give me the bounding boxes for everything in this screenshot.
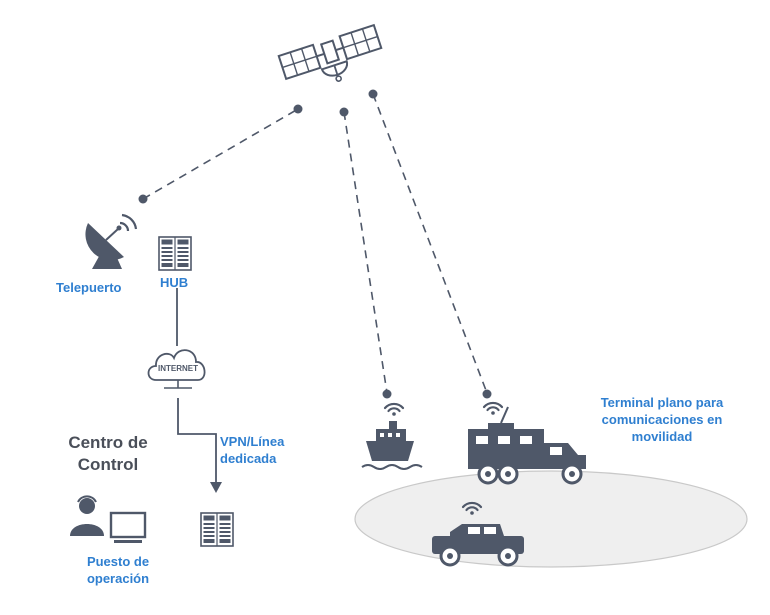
truck-icon bbox=[468, 401, 586, 485]
link-truck bbox=[372, 93, 488, 394]
coverage-area bbox=[354, 470, 748, 568]
terminal-label: Terminal plano para comunicaciones en mo… bbox=[586, 394, 738, 445]
vpn-label-line1: VPN/Línea bbox=[220, 434, 285, 449]
satellite-links bbox=[142, 93, 488, 394]
control-server-rack-icon bbox=[200, 512, 234, 547]
control-title-line1: Centro de bbox=[68, 433, 148, 452]
link-endpoints bbox=[138, 89, 492, 399]
jeep-icon bbox=[432, 501, 524, 567]
vpn-arrow bbox=[210, 482, 222, 493]
link-teleport bbox=[142, 108, 299, 200]
satellite-icon bbox=[277, 23, 383, 82]
operator-workstation-icon bbox=[70, 495, 147, 543]
ship-icon bbox=[361, 402, 423, 470]
operator-label-line1: Puesto de bbox=[86, 554, 150, 569]
satellite-dish-icon bbox=[85, 213, 138, 269]
operator-label: Puesto de operación bbox=[72, 553, 164, 587]
hub-label: HUB bbox=[160, 275, 189, 290]
cloud-internet-icon bbox=[147, 349, 206, 389]
teleport-label: Telepuerto bbox=[56, 280, 122, 295]
link-ship bbox=[343, 111, 388, 394]
vpn-line bbox=[177, 398, 217, 484]
vpn-label: VPN/Línea dedicada bbox=[220, 433, 284, 467]
terminal-label-line2: comunicaciones en bbox=[601, 412, 723, 427]
control-center-title: Centro de Control bbox=[56, 432, 160, 476]
operator-label-line2: operación bbox=[86, 571, 150, 586]
control-title-line2: Control bbox=[77, 455, 139, 474]
internet-label: INTERNET bbox=[158, 364, 198, 373]
terminal-label-line1: Terminal plano para bbox=[600, 395, 724, 410]
vpn-label-line2: dedicada bbox=[220, 451, 277, 466]
server-rack-icon bbox=[158, 236, 192, 271]
terminal-label-line3: movilidad bbox=[631, 429, 693, 444]
